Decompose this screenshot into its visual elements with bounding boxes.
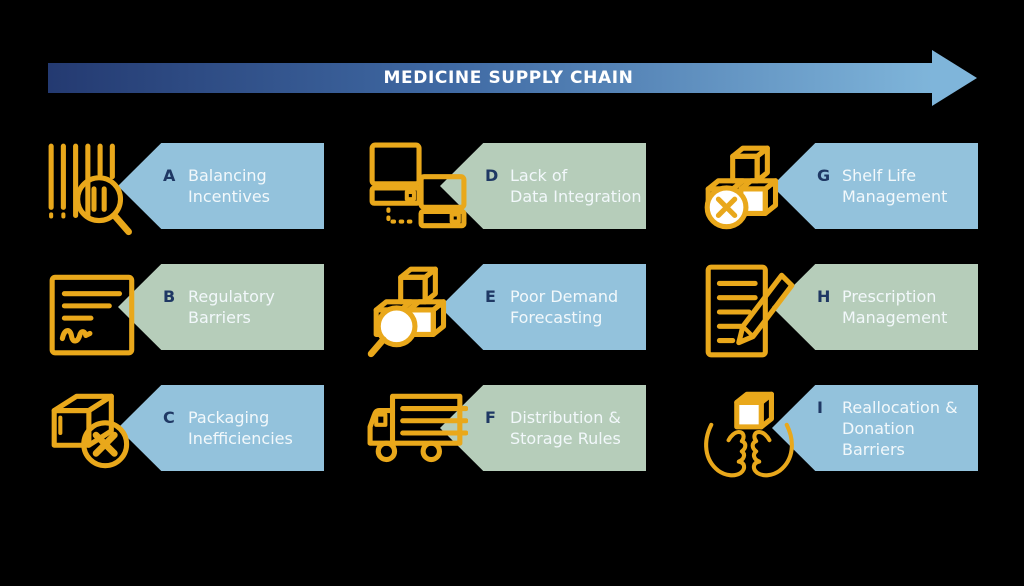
computers-data-icon [369, 142, 467, 229]
prescription-pencil-icon [705, 264, 795, 358]
package-error-icon [51, 393, 130, 469]
banner-arrowhead [932, 50, 977, 106]
delivery-truck-icon [367, 393, 468, 463]
item-a-letter: A [163, 166, 176, 185]
signed-document-icon [49, 274, 135, 356]
barcode-magnifier-icon [48, 143, 132, 236]
hands-donation-icon [704, 391, 794, 478]
item-f-box: F Distribution &Storage Rules [440, 385, 646, 471]
page-title: MEDICINE SUPPLY CHAIN [383, 68, 634, 88]
item-b-letter: B [163, 287, 176, 306]
item-e-letter: E [485, 287, 496, 306]
item-f-letter: F [485, 408, 496, 427]
item-g-letter: G [817, 166, 831, 185]
item-h-letter: H [817, 287, 831, 306]
supply-chain-item-f: F Distribution &Storage Rules [362, 378, 654, 490]
item-f-label: Distribution &Storage Rules [510, 408, 621, 448]
item-i-letter: I [817, 397, 823, 417]
item-i-box: I Reallocation &Donation Barriers [772, 385, 978, 471]
item-c-letter: C [163, 408, 175, 427]
item-i-label: Reallocation &Donation Barriers [842, 397, 958, 459]
boxes-magnifier-icon [367, 266, 447, 358]
supply-chain-item-i: I Reallocation &Donation Barriers [694, 378, 986, 490]
item-d-letter: D [485, 166, 499, 185]
boxes-expired-icon [704, 145, 779, 230]
supply-chain-banner-arrow: MEDICINE SUPPLY CHAIN [48, 63, 933, 93]
